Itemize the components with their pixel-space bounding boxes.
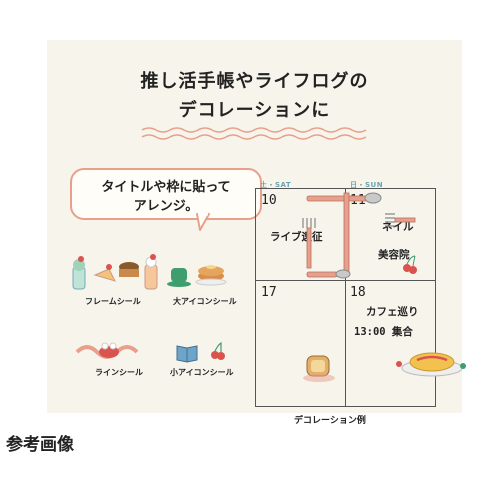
heading-line-2: デコレーションに [178, 100, 331, 121]
day-note-18b: 13:00 集合 [354, 326, 413, 338]
day-note-11a: ネイル [382, 221, 414, 233]
product-panel: 推し活手帳やライフログの デコレーションに タイトルや枠に貼って アレンジ。 フ… [47, 40, 466, 426]
saturday-label: 土・SAT [260, 181, 292, 189]
sunday-label: 日・SUN [350, 181, 384, 189]
bubble-line-1: タイトルや枠に貼って [101, 180, 231, 195]
day-number-18: 18 [350, 285, 366, 300]
day-note-11b: 美容院 [378, 249, 410, 261]
day-number-17: 17 [261, 285, 277, 300]
small-icon-sticker-label: 小アイコンシール [170, 368, 234, 377]
small-icon-sticker-icon [176, 341, 225, 363]
large-icon-sticker-label: 大アイコンシール [173, 297, 237, 306]
day-number-10: 10 [261, 193, 277, 208]
frame-sticker-label: フレームシール [85, 297, 141, 306]
bubble-line-2: アレンジ。 [133, 199, 199, 214]
bubble-tail [196, 212, 210, 231]
calendar-decoration [302, 192, 466, 382]
large-icon-sticker-icon [167, 265, 227, 287]
wave-divider [141, 127, 367, 140]
calendar-column-divider [345, 189, 346, 406]
line-sticker-icon [75, 342, 139, 359]
speech-bubble: タイトルや枠に貼って アレンジ。 [70, 168, 262, 220]
day-note-18a: カフェ巡り [366, 306, 419, 318]
heading-line-1: 推し活手帳やライフログの [140, 71, 369, 92]
reference-image-label: 参考画像 [6, 435, 74, 455]
line-sticker-label: ラインシール [95, 368, 143, 377]
frame-sticker-icon [72, 254, 158, 290]
decoration-example-caption: デコレーション例 [294, 416, 366, 426]
